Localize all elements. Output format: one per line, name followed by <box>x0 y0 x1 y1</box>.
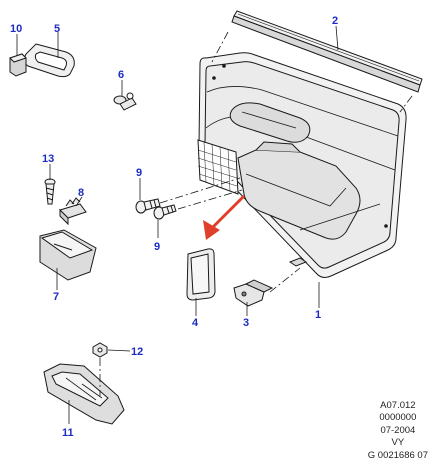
alignment-lines <box>99 31 413 396</box>
reference-date: 07-2004 <box>380 424 416 436</box>
drawing-reference-block: A07.012 0000000 07-2004 VY G 0021686 07 <box>368 400 428 463</box>
reference-model: VY <box>391 437 405 448</box>
part-screw-9a <box>135 198 161 214</box>
part-push-clip <box>113 92 137 111</box>
callout-12: 12 <box>131 346 143 358</box>
leader-lines <box>16 25 339 424</box>
callout-2: 2 <box>332 15 338 27</box>
reference-number: 0000000 <box>379 412 417 423</box>
callout-11: 11 <box>62 427 74 439</box>
callout-9-lower: 9 <box>154 241 160 253</box>
callout-13: 13 <box>42 153 54 165</box>
callout-8: 8 <box>78 187 84 199</box>
callout-9-upper: 9 <box>136 167 142 179</box>
callout-6: 6 <box>118 69 124 81</box>
callout-7: 7 <box>53 291 59 303</box>
part-bezel-trim <box>23 43 75 78</box>
part-door-trim-panel <box>197 52 407 278</box>
part-end-cap <box>9 53 27 77</box>
callout-3: 3 <box>243 317 249 329</box>
callout-1: 1 <box>315 309 321 321</box>
part-weatherstrip <box>231 10 423 93</box>
part-cover-plate <box>186 248 216 301</box>
part-switch-clip <box>59 197 87 226</box>
part-nut <box>92 342 108 358</box>
callout-10: 10 <box>10 23 22 35</box>
reference-code: A07.012 <box>380 399 416 411</box>
callout-4: 4 <box>192 317 199 329</box>
callout-5: 5 <box>54 23 60 35</box>
reference-drawing-id: G 0021686 07 <box>367 449 428 461</box>
part-screw-13 <box>44 178 56 205</box>
part-screw-9b <box>153 204 177 220</box>
part-clip-bracket <box>233 279 274 307</box>
removal-direction-arrow <box>203 194 246 240</box>
part-switch-housing <box>39 229 97 281</box>
part-handle-bracket <box>43 363 125 425</box>
